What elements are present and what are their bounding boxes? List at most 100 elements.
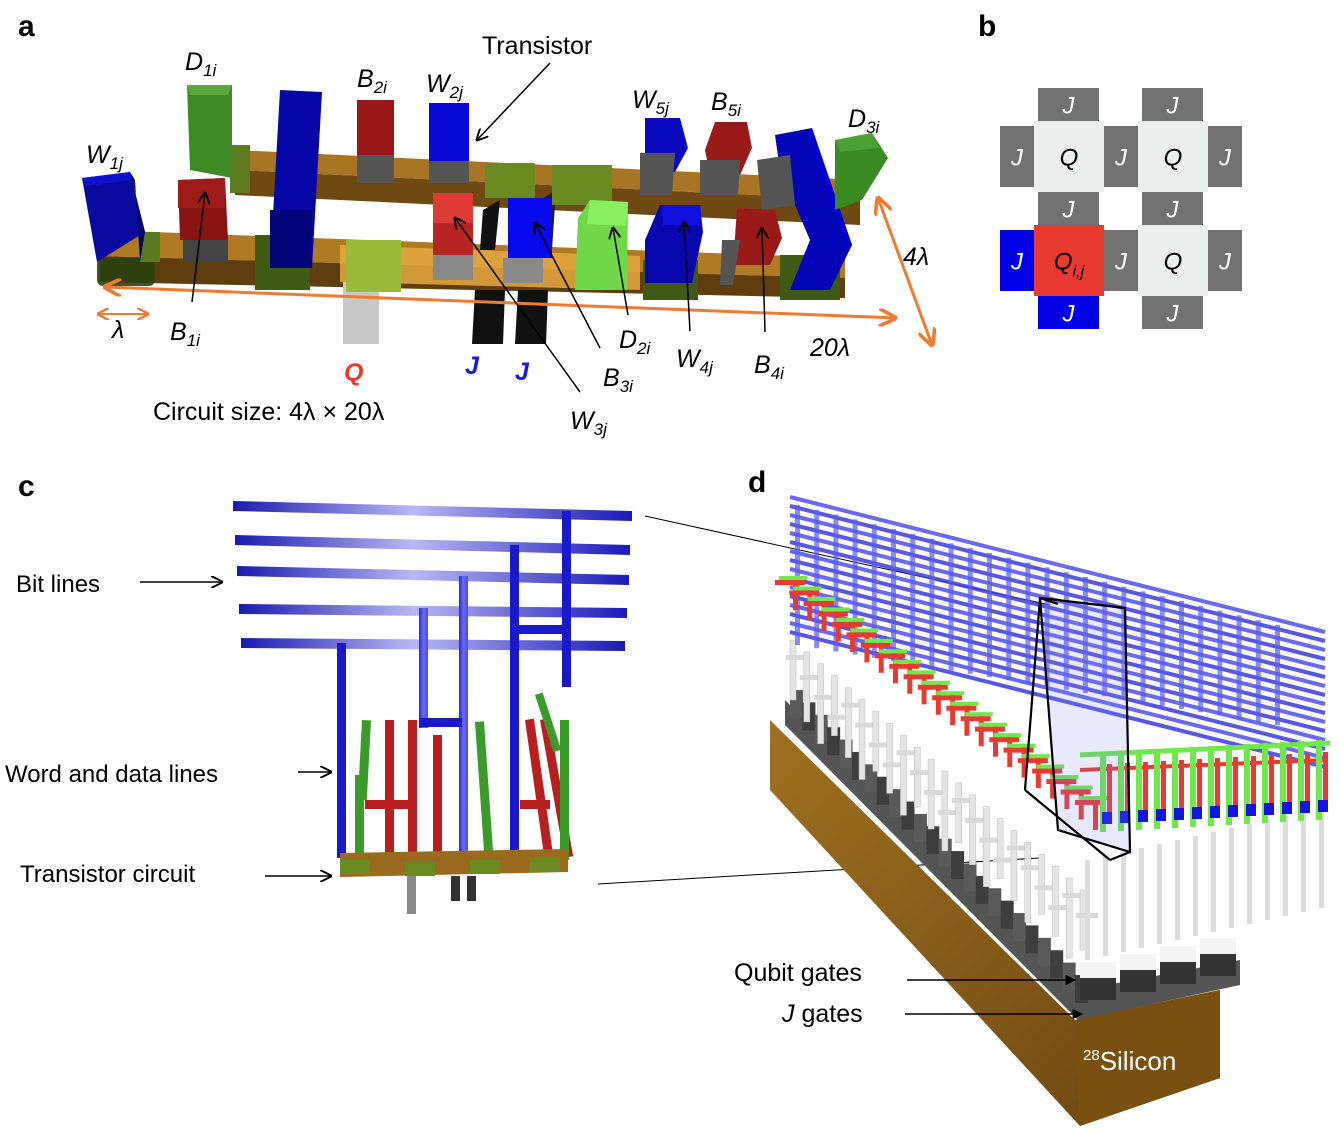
data-line-drop: [1316, 740, 1322, 820]
w5j-pillar: [640, 118, 688, 195]
j-gate-text: J: [1062, 93, 1076, 120]
circuit-size-label: Circuit size: 4λ × 20λ: [153, 398, 385, 426]
control-wire: [831, 675, 838, 736]
word-line-drop: [1233, 757, 1238, 817]
bit-line-4: [239, 604, 627, 618]
b1i-pointer: [191, 193, 205, 303]
j-gate-text: J: [1166, 197, 1180, 224]
bit-via: [1102, 581, 1108, 697]
bit-line-drop: [1120, 811, 1130, 823]
control-wire: [799, 674, 822, 680]
j-gate-text: J: [1218, 249, 1232, 276]
control-wire: [789, 639, 797, 701]
silicon-substrate: [770, 720, 1220, 1126]
control-wire: [872, 711, 880, 772]
control-wire: [855, 722, 878, 728]
bit-line: [789, 549, 1326, 688]
control-wire: [841, 702, 864, 708]
word-line: [1093, 800, 1098, 830]
data-line: [907, 670, 936, 675]
control-wire: [1211, 832, 1216, 932]
data-line: [821, 607, 850, 612]
j-gate-text: J: [1010, 145, 1024, 172]
bit-via: [1044, 567, 1050, 687]
grid-cell-qubit-1: Q: [1034, 121, 1104, 192]
bit-via: [833, 514, 839, 652]
control-wire: [914, 746, 921, 808]
highlight-unit-cell-box: [1023, 596, 1132, 862]
data-line: [979, 722, 1007, 727]
control-wire: [1265, 820, 1270, 920]
transistor-circuit-base: [340, 849, 568, 914]
bit-via: [967, 548, 973, 674]
control-wire: [1034, 885, 1057, 891]
label-d3i: D3i: [848, 105, 881, 137]
bit-connector-5: [562, 511, 571, 687]
data-line-drop: [1226, 745, 1232, 825]
silicon-isotope: 28: [1083, 1047, 1100, 1064]
panel-a: a: [18, 10, 932, 439]
b5i-pillar: [700, 122, 752, 195]
bit-line: [789, 594, 1326, 733]
bit-connector-4: [510, 545, 519, 855]
j-gates-rest: gates: [795, 1000, 863, 1028]
label-w5j: W5j: [632, 86, 670, 118]
j-gate-post-1: [472, 290, 505, 344]
word-line-drop: [1179, 760, 1184, 820]
bit-via: [1159, 596, 1165, 706]
panel-a-label: a: [18, 10, 35, 43]
qubit-text: Q: [1164, 145, 1183, 172]
word-line: [975, 726, 1005, 732]
panel-c-label: c: [18, 470, 35, 503]
bit-via: [1236, 615, 1242, 719]
control-wire: [1175, 840, 1180, 940]
bit-line-drop: [1210, 806, 1220, 818]
data-line-drop: [1298, 741, 1304, 821]
data-line-drop: [1118, 751, 1124, 831]
bit-line: [789, 558, 1326, 697]
bit-line-layer: [789, 495, 1326, 769]
bit-via: [1217, 610, 1223, 716]
label-b1i: B1i: [170, 318, 201, 350]
word-line-drop: [1143, 762, 1148, 822]
control-wire: [1085, 860, 1090, 960]
d2i-pointer: [613, 228, 629, 316]
data-line: [1079, 796, 1107, 800]
j-gate-label-1: J: [465, 352, 480, 380]
data-line: [1050, 775, 1079, 780]
word-line: [932, 695, 963, 701]
four-lambda-label: 4λ: [903, 243, 929, 271]
word-line-drop: [1251, 756, 1256, 816]
gate-block: [988, 888, 1002, 917]
grid-cell-qubit-2: Q: [1138, 121, 1208, 192]
j-gate-block: [1160, 962, 1196, 984]
w1j-pillar: [82, 172, 145, 262]
data-line: [807, 596, 836, 601]
d2i-pillar: [575, 200, 628, 290]
bit-via: [1179, 601, 1184, 709]
j-gate-text: J: [1114, 249, 1128, 276]
b2i-pillar: [357, 100, 394, 183]
label-w1j: W1j: [86, 141, 124, 173]
gate-block: [963, 863, 977, 892]
data-line: [921, 680, 950, 685]
data-line-drop: [1136, 750, 1142, 830]
grid-cell-j-mid-1: J: [1104, 126, 1138, 187]
silicon-label: 28Silicon: [1083, 1046, 1176, 1076]
b3i-pillar: [433, 193, 473, 280]
bit-via: [987, 553, 992, 677]
j-gate-text: J: [1114, 145, 1128, 172]
label-b2i: B2i: [357, 65, 388, 97]
bit-line: [789, 540, 1326, 679]
word-line: [846, 632, 877, 638]
bit-line-drop: [1300, 801, 1310, 813]
j-gate-label-2: J: [515, 358, 530, 386]
grid-cell-j-bottom-2: J: [1142, 296, 1203, 329]
bit-line-drop: [1156, 809, 1166, 821]
grid-cell-j-right-2: J: [1208, 230, 1242, 291]
bit-line-2: [235, 535, 630, 555]
j-gate-text: J: [1166, 301, 1180, 328]
data-line: [836, 617, 865, 622]
j-gate-text: J: [1062, 301, 1076, 328]
